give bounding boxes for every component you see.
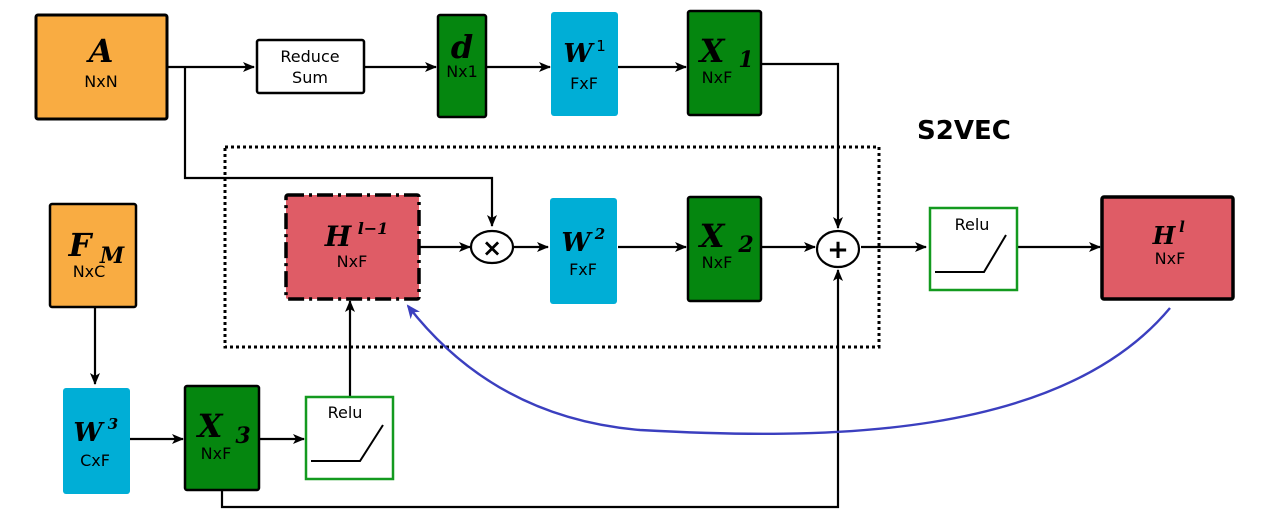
node-w2: W 2 FxF: [550, 198, 617, 304]
edge-a-to-multiply: [183, 67, 497, 227]
node-x2: X 2 NxF: [686, 195, 763, 303]
relu-top-label: Relu: [955, 215, 990, 234]
node-fm: F M NxC: [48, 202, 138, 309]
node-fm-symbol: F: [68, 226, 94, 264]
node-a-symbol: A: [86, 32, 114, 70]
connections: [90, 62, 1171, 509]
node-h-l-sup: l: [1179, 218, 1185, 236]
reduce-sum-line1: Reduce: [280, 47, 339, 66]
relu-bottom-curve-icon: [311, 424, 384, 462]
s2vec-boundary: [223, 145, 881, 349]
node-a-dim: NxN: [84, 72, 117, 91]
node-d: d Nx1: [436, 13, 488, 119]
node-reduce-sum: Reduce Sum: [255, 38, 366, 95]
node-x1-sub: 1: [738, 47, 753, 73]
node-w1-sup: 1: [596, 37, 606, 55]
node-x2-symbol: X: [698, 217, 726, 255]
node-h-prev-symbol: H: [324, 220, 353, 253]
node-x2-sub: 2: [737, 232, 753, 258]
node-h-prev-dim: NxF: [337, 252, 368, 271]
node-d-dim: Nx1: [446, 62, 478, 81]
node-w2-dim: FxF: [569, 260, 597, 279]
node-a: A NxN: [34, 13, 169, 121]
node-add: +: [815, 229, 861, 269]
node-w1-symbol: W: [563, 39, 595, 69]
relu-bottom-label: Relu: [328, 403, 363, 422]
node-h-l-symbol: H: [1152, 221, 1177, 250]
relu-top-curve-icon: [935, 234, 1007, 273]
feedback-edge-hl-to-hprev: [406, 304, 1171, 436]
edge-x1-to-add: [762, 62, 843, 229]
node-x2-dim: NxF: [702, 253, 733, 272]
node-fm-sub: M: [99, 243, 125, 269]
node-x1: X 1 NxF: [686, 9, 763, 117]
node-h-prev-sup: l−1: [358, 219, 389, 238]
edge-x3-to-add: [220, 269, 843, 509]
node-h-l-dim: NxF: [1155, 249, 1186, 268]
node-relu-top: Relu: [928, 206, 1019, 292]
node-w2-symbol: W: [561, 228, 593, 258]
reduce-sum-line2: Sum: [292, 68, 328, 87]
node-d-symbol: d: [451, 28, 473, 66]
node-w1-dim: FxF: [570, 74, 598, 93]
node-fm-dim: NxC: [73, 262, 106, 281]
node-x3-dim: NxF: [201, 444, 232, 463]
node-w3-sup: 3: [108, 415, 118, 433]
node-x3-sub: 3: [235, 423, 250, 449]
s2vec-title: S2VEC: [917, 116, 1011, 146]
add-icon: +: [827, 235, 849, 265]
node-w1: W 1 FxF: [551, 12, 618, 116]
node-relu-bottom: Relu: [304, 395, 395, 481]
node-x3-symbol: X: [196, 407, 224, 445]
node-w3-symbol: W: [73, 418, 105, 448]
node-h-prev: H l−1 NxF: [284, 193, 421, 301]
node-w3-dim: CxF: [80, 451, 110, 470]
node-h-l: H l NxF: [1100, 195, 1235, 301]
node-x1-symbol: X: [698, 32, 726, 70]
node-w3: W 3 CxF: [63, 388, 130, 494]
node-multiply: ×: [469, 229, 515, 265]
node-w2-sup: 2: [594, 225, 605, 243]
multiply-icon: ×: [482, 234, 502, 262]
node-x1-dim: NxF: [702, 68, 733, 87]
node-x3: X 3 NxF: [183, 384, 261, 492]
